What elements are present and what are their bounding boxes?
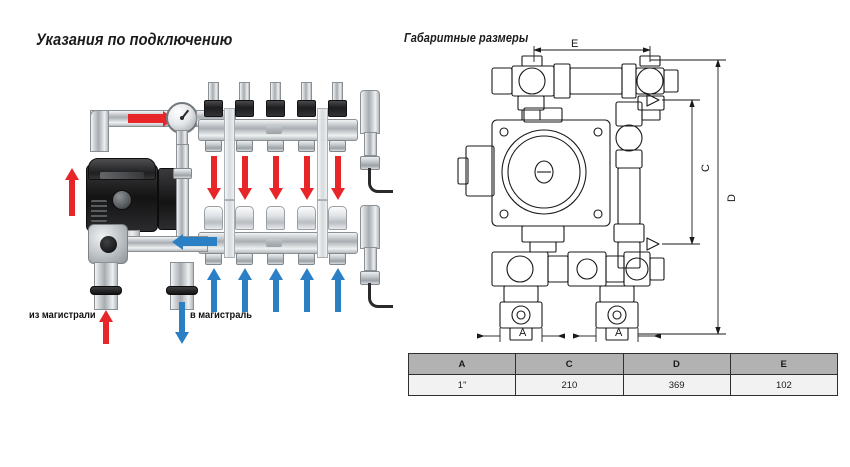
supply-valve-cap[interactable] xyxy=(204,100,223,117)
supply-valve-cap[interactable] xyxy=(266,100,285,117)
return-manifold-logo xyxy=(266,239,282,247)
return-valve-cap[interactable] xyxy=(266,206,285,230)
dimension-label-D: D xyxy=(725,194,738,202)
dimension-label-C: C xyxy=(699,164,712,172)
ball-valve-outlet-handle[interactable] xyxy=(166,286,198,295)
pump-indicator-lights xyxy=(91,200,107,222)
supply-valve-cap[interactable] xyxy=(297,100,316,117)
supply-flow-arrow xyxy=(268,156,284,200)
dimension-label-A-left: A xyxy=(519,327,527,339)
return-outlet-nut xyxy=(236,253,253,265)
pump-control-knob[interactable] xyxy=(112,190,132,210)
dimension-label-A-right: A xyxy=(615,327,623,339)
table-header-cell: D xyxy=(622,353,731,375)
supply-valve-cap[interactable] xyxy=(328,100,347,117)
supply-outlet-nut xyxy=(298,140,315,152)
supply-flow-arrow xyxy=(330,156,346,200)
flowmeter-tube xyxy=(317,108,328,200)
pump-brand-badge xyxy=(100,172,144,179)
table-header-cell: E xyxy=(729,353,839,375)
return-outlet-nut xyxy=(267,253,284,265)
supply-inlet-arrow xyxy=(64,168,80,216)
return-flow-arrow xyxy=(330,268,346,312)
pipe-elbow-left xyxy=(90,110,109,152)
supply-valve-cap[interactable] xyxy=(235,100,254,117)
supply-flow-arrow xyxy=(206,156,222,200)
air-vent-return-neck xyxy=(364,247,377,271)
bypass-union-nut xyxy=(173,168,192,179)
supply-port-stem xyxy=(332,82,343,102)
connection-photo-diagram xyxy=(28,72,398,344)
return-valve-cap[interactable] xyxy=(297,206,316,230)
label-to-main-line: в магистраль xyxy=(190,310,253,321)
drain-hose-supply xyxy=(368,168,393,193)
air-vent-supply-neck xyxy=(364,132,377,156)
supply-port-stem xyxy=(239,82,250,102)
return-connector-tube xyxy=(224,200,235,258)
table-header-cell: A xyxy=(407,353,517,375)
mixing-valve-port xyxy=(100,236,117,253)
flowmeter-tube xyxy=(224,108,235,200)
return-outlet-nut xyxy=(298,253,315,265)
return-flow-arrow xyxy=(268,268,284,312)
dimension-line-drawing xyxy=(457,46,726,342)
table-row: 1" 210 369 102 xyxy=(407,374,839,396)
supply-manifold-logo xyxy=(266,126,282,134)
table-cell: 210 xyxy=(515,374,624,396)
supply-port-stem xyxy=(208,82,219,102)
return-flow-arrow-horizontal xyxy=(183,237,217,246)
table-cell: 1" xyxy=(407,374,517,396)
return-outlet-nut xyxy=(205,253,222,265)
table-header-row: A C D E xyxy=(407,353,839,375)
table-header-cell: C xyxy=(515,353,624,375)
supply-outlet-nut xyxy=(205,140,222,152)
air-vent-supply xyxy=(360,90,380,134)
return-flow-arrow xyxy=(237,268,253,312)
supply-flow-arrow-horizontal xyxy=(128,114,163,123)
air-vent-return xyxy=(360,205,380,249)
page-title-dimensions: Габаритные размеры xyxy=(404,31,529,45)
table-cell: 102 xyxy=(729,374,839,396)
return-flow-arrow xyxy=(299,268,315,312)
dimensions-spec-table: A C D E 1" 210 369 102 xyxy=(407,353,839,396)
supply-outlet-nut xyxy=(236,140,253,152)
gauge-hub xyxy=(180,116,184,120)
page-title-connection: Указания по подключению xyxy=(36,31,233,49)
supply-outlet-nut xyxy=(329,140,346,152)
return-valve-cap[interactable] xyxy=(235,206,254,230)
label-from-main-line: из магистрали xyxy=(29,310,96,321)
supply-flow-arrow xyxy=(299,156,315,200)
return-outlet-nut xyxy=(329,253,346,265)
drain-hose-return xyxy=(368,283,393,308)
main-outlet-arrow xyxy=(174,302,190,344)
dimension-label-E: E xyxy=(571,38,579,50)
supply-flow-arrow xyxy=(237,156,253,200)
supply-port-stem xyxy=(270,82,281,102)
return-valve-cap[interactable] xyxy=(328,206,347,230)
return-valve-cap[interactable] xyxy=(204,206,223,230)
ball-valve-inlet-handle[interactable] xyxy=(90,286,122,295)
table-cell: 369 xyxy=(622,374,731,396)
return-flow-arrow xyxy=(206,268,222,312)
supply-outlet-nut xyxy=(267,140,284,152)
return-connector-tube xyxy=(317,200,328,258)
supply-port-stem xyxy=(301,82,312,102)
main-inlet-arrow xyxy=(98,310,114,344)
